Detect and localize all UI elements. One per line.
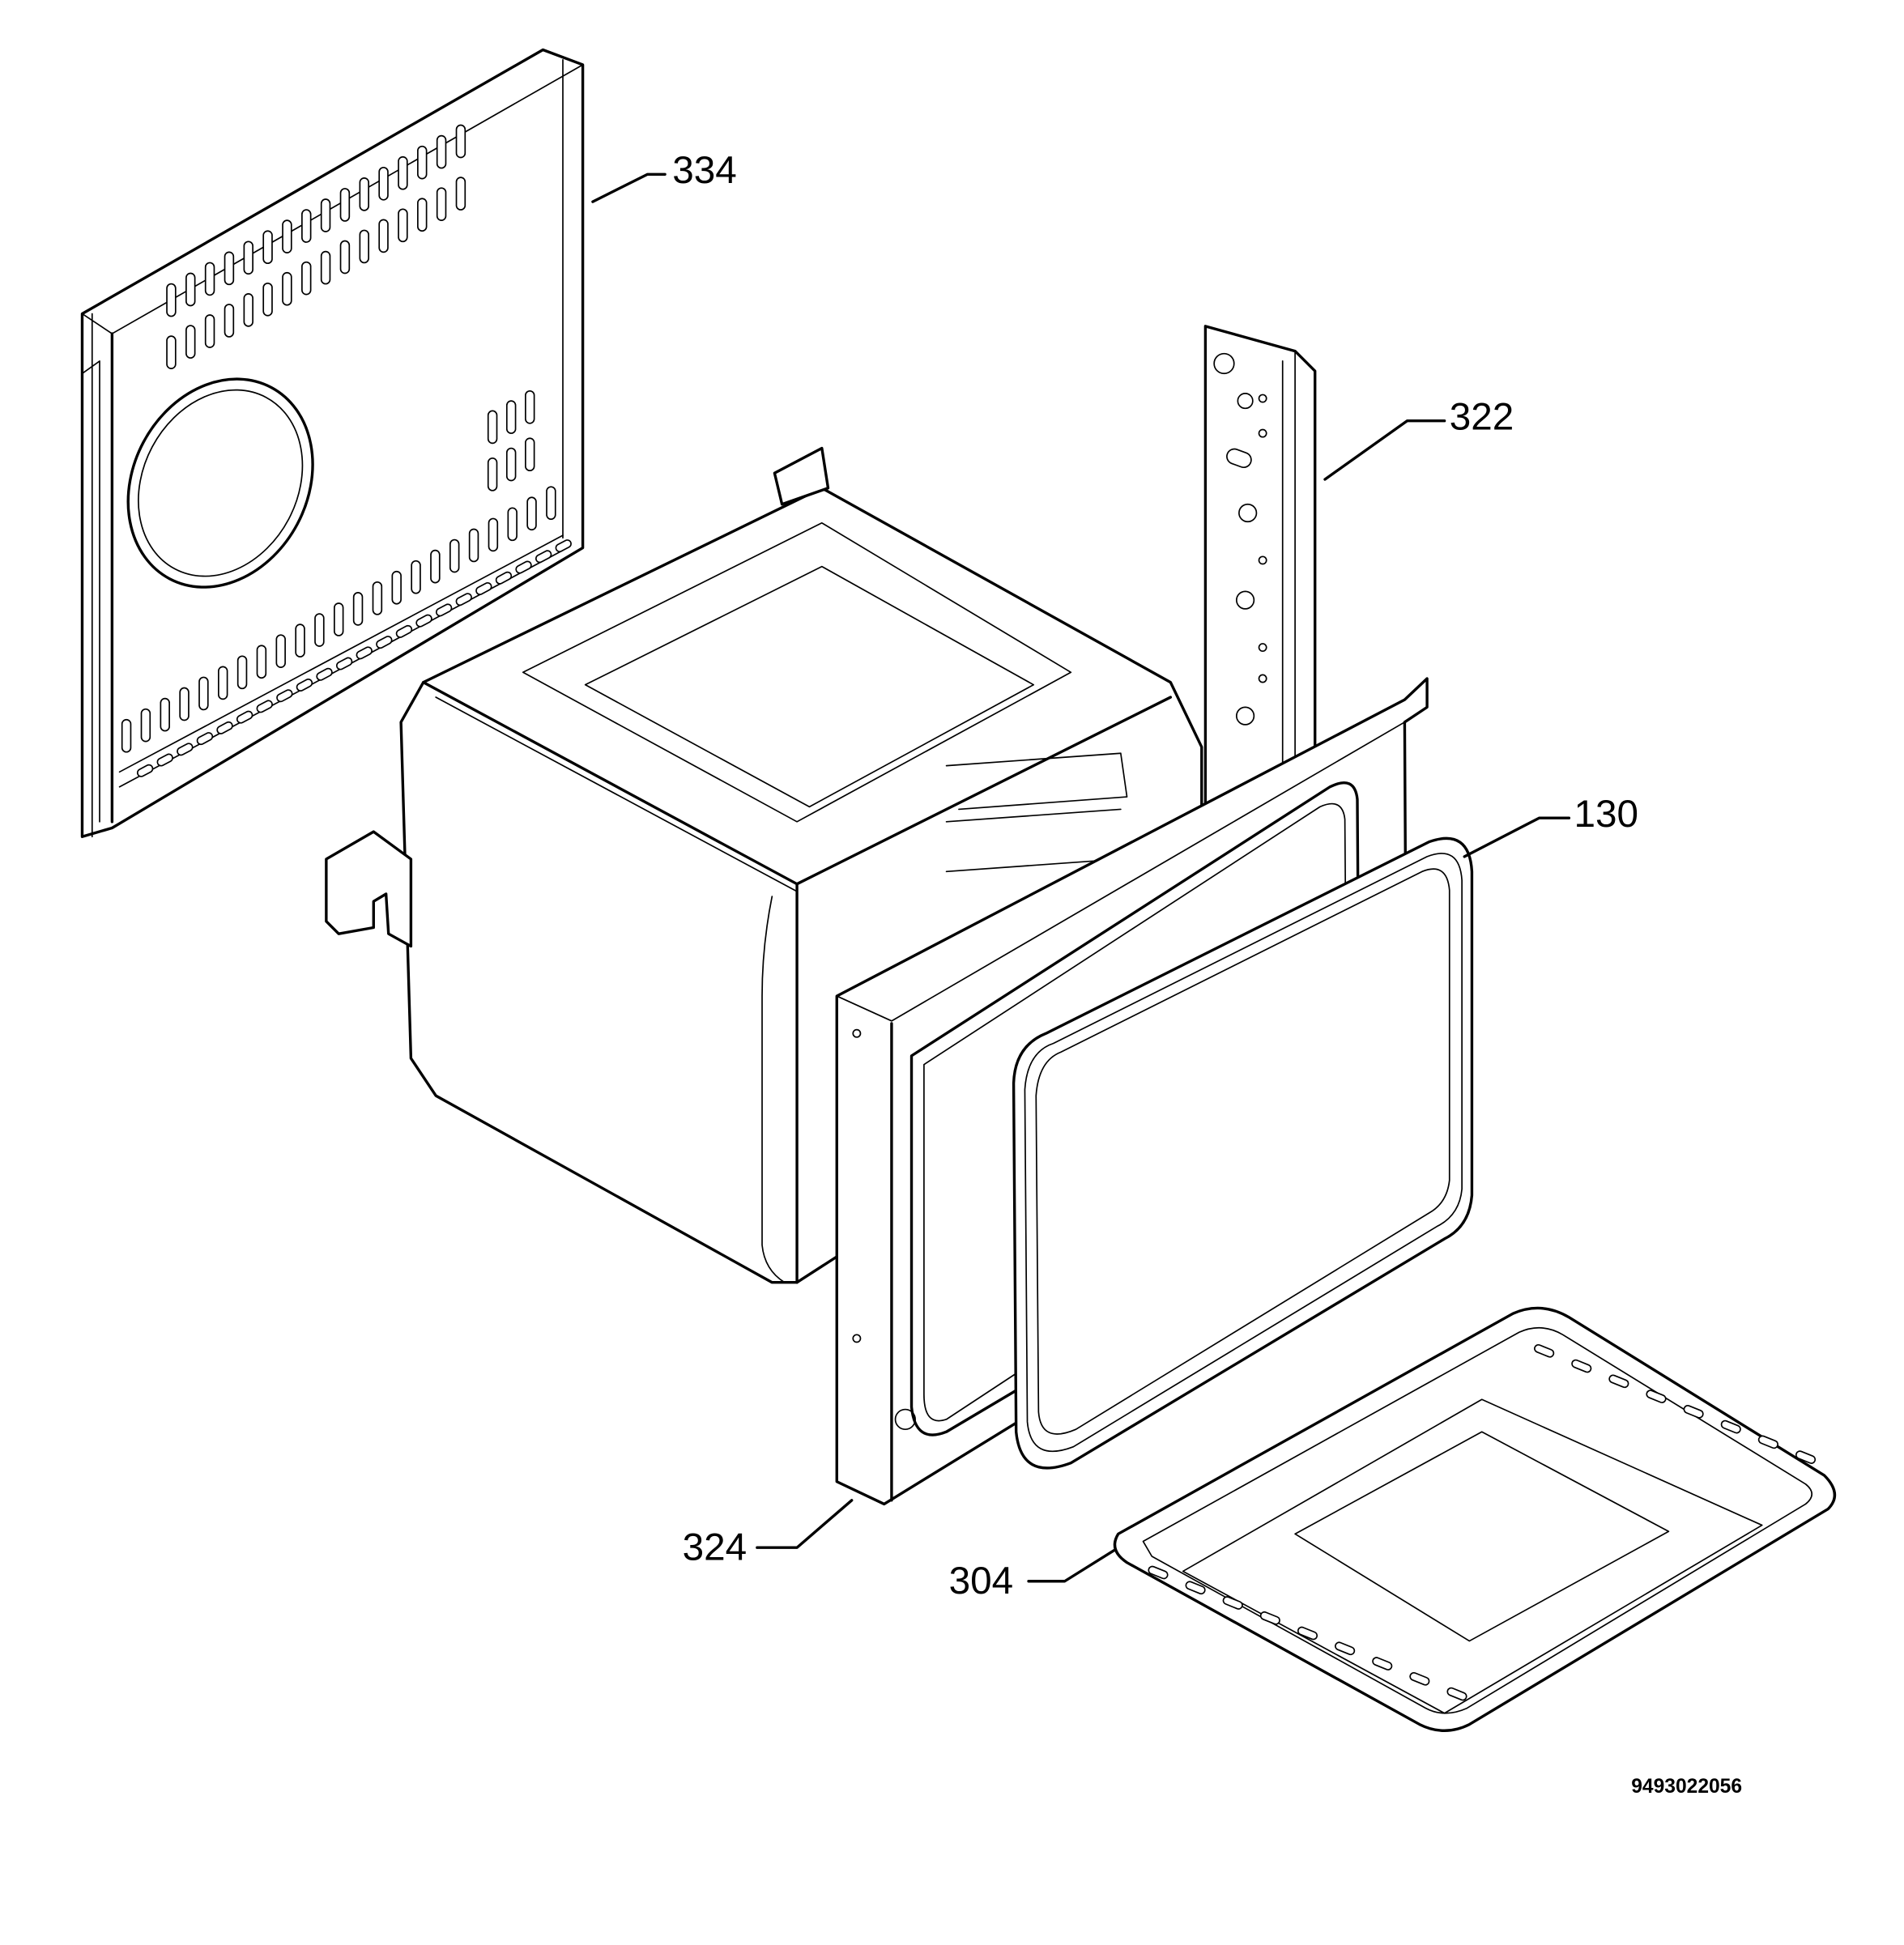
vent-slots-334 <box>121 124 572 777</box>
part-304-baking-tray[interactable] <box>1113 1306 1836 1732</box>
drawing-number: 9493022056 <box>1631 1776 1742 1798</box>
svg-text:334: 334 <box>672 149 737 192</box>
label-334: 334 <box>591 149 737 203</box>
label-324: 324 <box>683 1499 854 1569</box>
part-130-door-seal[interactable] <box>1012 836 1474 1470</box>
label-322: 322 <box>1323 395 1514 481</box>
part-334-back-panel[interactable] <box>80 48 585 838</box>
vent-slots-304 <box>1148 1343 1817 1701</box>
svg-text:322: 322 <box>1450 395 1514 438</box>
svg-text:130: 130 <box>1574 793 1639 836</box>
label-130: 130 <box>1463 793 1639 858</box>
label-304: 304 <box>949 1548 1116 1602</box>
svg-text:304: 304 <box>949 1560 1014 1602</box>
svg-text:324: 324 <box>683 1526 748 1569</box>
